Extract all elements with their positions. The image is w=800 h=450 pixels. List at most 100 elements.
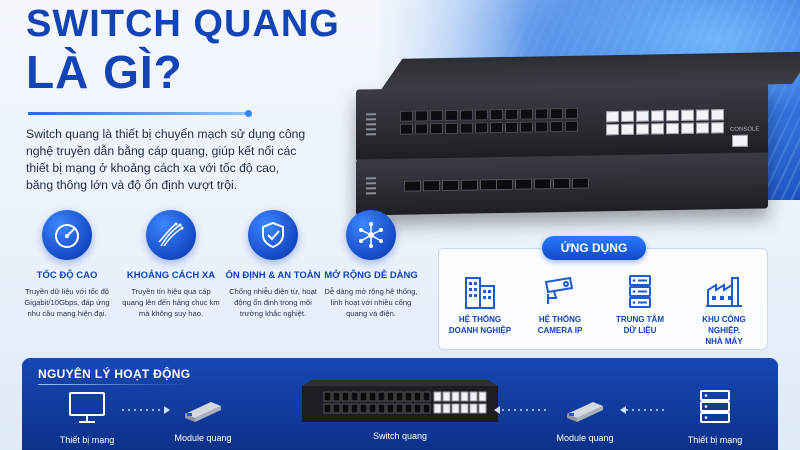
arrowhead-icon xyxy=(164,406,170,414)
ethernet-port xyxy=(430,110,443,122)
sfp-port xyxy=(442,179,459,192)
ethernet-port xyxy=(404,391,413,402)
node-label: Module quang xyxy=(174,433,232,443)
app-label-2: DOANH NGHIỆP xyxy=(448,326,512,335)
ethernet-port xyxy=(606,111,619,123)
copper-port-group xyxy=(400,107,578,135)
ethernet-port xyxy=(359,403,368,414)
ethernet-port xyxy=(460,109,473,121)
ethernet-port xyxy=(386,403,395,414)
ethernet-port xyxy=(475,109,488,121)
sfp-port-group-2 xyxy=(496,177,589,191)
title-line-1: SWITCH QUANG xyxy=(26,3,340,45)
ethernet-port xyxy=(651,123,664,135)
ethernet-port xyxy=(460,391,469,402)
feature-title: ỔN ĐỊNH & AN TOÀN xyxy=(225,270,321,281)
node-label: Thiết bị mạng xyxy=(59,435,115,445)
principle-heading: NGUYÊN LÝ HOẠT ĐỘNG xyxy=(38,367,191,381)
arrowhead-icon xyxy=(620,406,626,414)
ethernet-port xyxy=(696,109,709,121)
sfp-port-group-1 xyxy=(404,179,497,192)
app-label-1: TRUNG TÂM xyxy=(616,315,664,324)
sfp-port xyxy=(480,179,497,191)
app-label-1: HỆ THỐNG xyxy=(458,315,502,324)
principle-underline xyxy=(38,384,188,385)
applications-heading: ỨNG DỤNG xyxy=(542,236,646,260)
ethernet-port xyxy=(413,403,422,414)
ethernet-port xyxy=(681,122,694,134)
sfp-port xyxy=(423,180,440,192)
node-sfp-right: Module quang xyxy=(552,398,618,443)
feature-title: MỞ RỘNG DỄ DÀNG xyxy=(324,270,418,281)
shield-check-icon xyxy=(248,210,298,260)
speedometer-icon xyxy=(42,210,92,260)
signal-arrow xyxy=(120,409,164,411)
page-title: SWITCH QUANG LÀ GÌ? xyxy=(26,2,340,98)
sfp-port xyxy=(496,178,513,191)
ethernet-port xyxy=(460,403,469,414)
ethernet-port xyxy=(621,110,634,122)
feature-stability: ỔN ĐỊNH & AN TOÀN Chống nhiễu điện từ, h… xyxy=(224,210,322,319)
switch-icon xyxy=(302,380,498,422)
status-leds xyxy=(366,113,376,136)
ethernet-port xyxy=(469,403,478,414)
ethernet-port xyxy=(666,109,679,122)
ethernet-port xyxy=(445,109,458,122)
console-port xyxy=(732,134,748,148)
feature-scalable: MỞ RỘNG DỄ DÀNG Dễ dàng mở rộng hệ thống… xyxy=(322,210,420,319)
ethernet-port xyxy=(368,403,377,414)
console-label: CONSOLE xyxy=(730,126,760,134)
title-underline xyxy=(28,110,252,117)
feature-desc: Truyền dữ liệu với tốc độ Gigabit/10Gbps… xyxy=(24,287,110,318)
ethernet-port xyxy=(323,403,332,414)
ethernet-port xyxy=(535,108,548,120)
ethernet-port xyxy=(404,403,413,414)
ethernet-port xyxy=(422,391,431,402)
ethernet-port xyxy=(323,391,332,402)
title-line-2: LÀ GÌ? xyxy=(26,46,183,98)
node-label: Switch quang xyxy=(372,431,428,441)
factory-icon xyxy=(706,277,742,307)
ethernet-port xyxy=(422,403,431,414)
ethernet-port xyxy=(490,109,503,121)
feature-title: KHOẢNG CÁCH XA xyxy=(126,270,216,281)
ethernet-port xyxy=(400,110,413,122)
app-enterprise: HỆ THỐNG DOANH NGHIỆP xyxy=(442,272,518,336)
sfp-port xyxy=(404,180,421,192)
ethernet-port xyxy=(413,391,422,402)
sfp-port xyxy=(534,178,551,190)
app-label-2: CAMERA IP xyxy=(537,326,583,335)
ethernet-port xyxy=(442,391,451,402)
ethernet-port xyxy=(433,391,442,402)
sfp-port xyxy=(553,177,570,190)
node-network-device-left: Thiết bị mạng xyxy=(54,390,120,445)
ethernet-port xyxy=(636,110,649,122)
feature-desc: Truyền tín hiệu qua cáp quang lên đến hà… xyxy=(122,287,220,318)
arrowhead-icon xyxy=(494,406,500,414)
switch-device-bottom xyxy=(356,152,768,216)
security-camera-icon xyxy=(544,276,574,304)
ethernet-port xyxy=(445,122,458,135)
sfp-port xyxy=(572,177,589,189)
node-sfp-left: Module quang xyxy=(170,398,236,443)
ethernet-port xyxy=(696,122,709,134)
ethernet-port xyxy=(606,124,619,136)
ethernet-port xyxy=(565,107,578,119)
server-icon xyxy=(700,390,730,423)
ethernet-port xyxy=(350,391,359,402)
app-label-1: KHU CÔNG NGHIỆP, xyxy=(702,315,746,335)
app-label-2: NHÀ MÁY xyxy=(705,337,743,346)
ethernet-port xyxy=(520,121,533,133)
feature-title: TỐC ĐỘ CAO xyxy=(36,270,98,281)
sfp-port xyxy=(515,178,532,190)
ethernet-port xyxy=(550,120,563,133)
fiber-optic-icon xyxy=(146,210,196,260)
monitor-icon xyxy=(69,392,105,423)
node-switch: Switch quang xyxy=(302,372,498,441)
feature-desc: Dễ dàng mở rộng hệ thống, linh hoạt với … xyxy=(324,287,418,318)
ethernet-port xyxy=(395,391,404,402)
ethernet-port xyxy=(681,109,694,121)
server-rack-icon xyxy=(629,275,651,308)
ethernet-port xyxy=(332,403,341,414)
ethernet-port xyxy=(415,110,428,122)
